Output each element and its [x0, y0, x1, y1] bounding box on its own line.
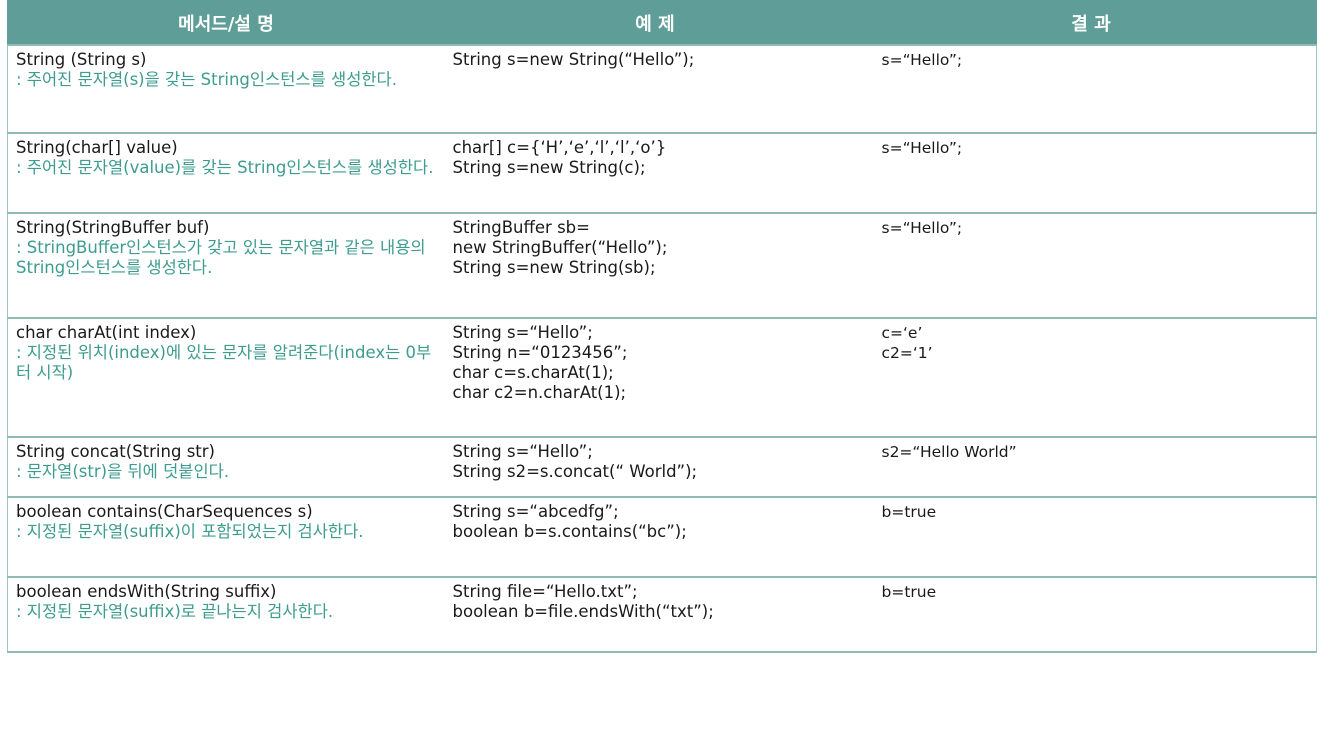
- example-line: String file=“Hello.txt”;: [452, 582, 638, 601]
- table-row: String (String s): 주어진 문자열(s)을 갖는 String…: [7, 44, 1317, 134]
- header-example: 예 제: [444, 0, 866, 46]
- result-cell: s=“Hello”;: [865, 212, 1317, 319]
- example-line: String s=“abcedfg”;: [452, 502, 619, 521]
- table-header-row: 메서드/설 명 예 제 결 과: [7, 0, 1317, 46]
- example-cell: String s=“abcedfg”;boolean b=s.contains(…: [444, 496, 866, 578]
- method-description: : 주어진 문자열(value)를 갖는 String인스턴스를 생성한다.: [16, 158, 434, 177]
- example-line: String s=“Hello”;: [452, 323, 593, 342]
- example-cell: String s=“Hello”;String n=“0123456”;char…: [444, 317, 866, 438]
- result-cell: s=“Hello”;: [865, 44, 1317, 134]
- method-cell: String(char[] value): 주어진 문자열(value)를 갖는…: [7, 132, 445, 214]
- table-row: boolean contains(CharSequences s): 지정된 문…: [7, 496, 1317, 578]
- result-line: s=“Hello”;: [881, 139, 963, 157]
- example-line: new StringBuffer(“Hello”);: [452, 238, 668, 257]
- table-row: char charAt(int index): 지정된 위치(index)에 있…: [7, 317, 1317, 438]
- example-line: char c=s.charAt(1);: [452, 363, 614, 382]
- result-cell: c=‘e’ c2=‘1’: [865, 317, 1317, 438]
- method-signature: String concat(String str): [16, 442, 215, 461]
- method-description: : 지정된 문자열(suffix)이 포함되었는지 검사한다.: [16, 522, 364, 541]
- example-line: String s=new String(c);: [452, 158, 646, 177]
- result-line: c2=‘1’: [881, 344, 933, 362]
- result-cell: s=“Hello”;: [865, 132, 1317, 214]
- example-line: String s=new String(“Hello”);: [452, 50, 695, 69]
- result-line: c=‘e’: [881, 324, 923, 342]
- method-signature: char charAt(int index): [16, 323, 197, 342]
- method-description: : 지정된 위치(index)에 있는 문자를 알려준다(index는 0부터 …: [16, 343, 432, 382]
- result-cell: b=true: [865, 496, 1317, 578]
- method-cell: boolean endsWith(String suffix): 지정된 문자열…: [7, 576, 445, 653]
- example-cell: char[] c={‘H’,‘e’,‘l’,‘l’,‘o’}String s=n…: [444, 132, 866, 214]
- example-line: String s2=s.concat(“ World”);: [452, 462, 698, 481]
- method-cell: String(StringBuffer buf): StringBuffer인스…: [7, 212, 445, 319]
- example-line: boolean b=file.endsWith(“txt”);: [452, 602, 714, 621]
- string-methods-table: 메서드/설 명 예 제 결 과 String (String s): 주어진 문…: [7, 0, 1317, 653]
- result-line: s=“Hello”;: [881, 51, 963, 69]
- method-description: : 지정된 문자열(suffix)로 끝나는지 검사한다.: [16, 602, 334, 621]
- result-cell: s2=“Hello World”: [865, 436, 1317, 498]
- method-cell: char charAt(int index): 지정된 위치(index)에 있…: [7, 317, 445, 438]
- example-line: String s=“Hello”;: [452, 442, 593, 461]
- example-line: char c2=n.charAt(1);: [452, 383, 627, 402]
- table-row: String(StringBuffer buf): StringBuffer인스…: [7, 212, 1317, 319]
- example-line: StringBuffer sb=: [452, 218, 590, 237]
- result-line: s=“Hello”;: [881, 219, 963, 237]
- method-signature: String(char[] value): [16, 138, 178, 157]
- result-cell: b=true: [865, 576, 1317, 653]
- method-signature: String (String s): [16, 50, 147, 69]
- method-description: : 주어진 문자열(s)을 갖는 String인스턴스를 생성한다.: [16, 70, 397, 89]
- method-cell: String concat(String str): 문자열(str)을 뒤에 …: [7, 436, 445, 498]
- table-row: String concat(String str): 문자열(str)을 뒤에 …: [7, 436, 1317, 498]
- table-row: String(char[] value): 주어진 문자열(value)를 갖는…: [7, 132, 1317, 214]
- example-line: String s=new String(sb);: [452, 258, 656, 277]
- table-row: boolean endsWith(String suffix): 지정된 문자열…: [7, 576, 1317, 653]
- example-line: boolean b=s.contains(“bc”);: [452, 522, 687, 541]
- method-signature: String(StringBuffer buf): [16, 218, 210, 237]
- method-cell: boolean contains(CharSequences s): 지정된 문…: [7, 496, 445, 578]
- method-description: : 문자열(str)을 뒤에 덧붙인다.: [16, 462, 230, 481]
- example-cell: String s=“Hello”;String s2=s.concat(“ Wo…: [444, 436, 866, 498]
- method-signature: boolean contains(CharSequences s): [16, 502, 313, 521]
- method-cell: String (String s): 주어진 문자열(s)을 갖는 String…: [7, 44, 445, 134]
- header-result: 결 과: [865, 0, 1317, 46]
- example-cell: StringBuffer sb=new StringBuffer(“Hello”…: [444, 212, 866, 319]
- result-line: s2=“Hello World”: [881, 443, 1017, 461]
- result-line: b=true: [881, 583, 937, 601]
- example-cell: String s=new String(“Hello”);: [444, 44, 866, 134]
- method-description: : StringBuffer인스턴스가 갖고 있는 문자열과 같은 내용의 St…: [16, 238, 426, 277]
- header-method: 메서드/설 명: [7, 0, 445, 46]
- method-signature: boolean endsWith(String suffix): [16, 582, 277, 601]
- result-line: b=true: [881, 503, 937, 521]
- example-line: String n=“0123456”;: [452, 343, 628, 362]
- example-line: char[] c={‘H’,‘e’,‘l’,‘l’,‘o’}: [452, 138, 667, 157]
- example-cell: String file=“Hello.txt”;boolean b=file.e…: [444, 576, 866, 653]
